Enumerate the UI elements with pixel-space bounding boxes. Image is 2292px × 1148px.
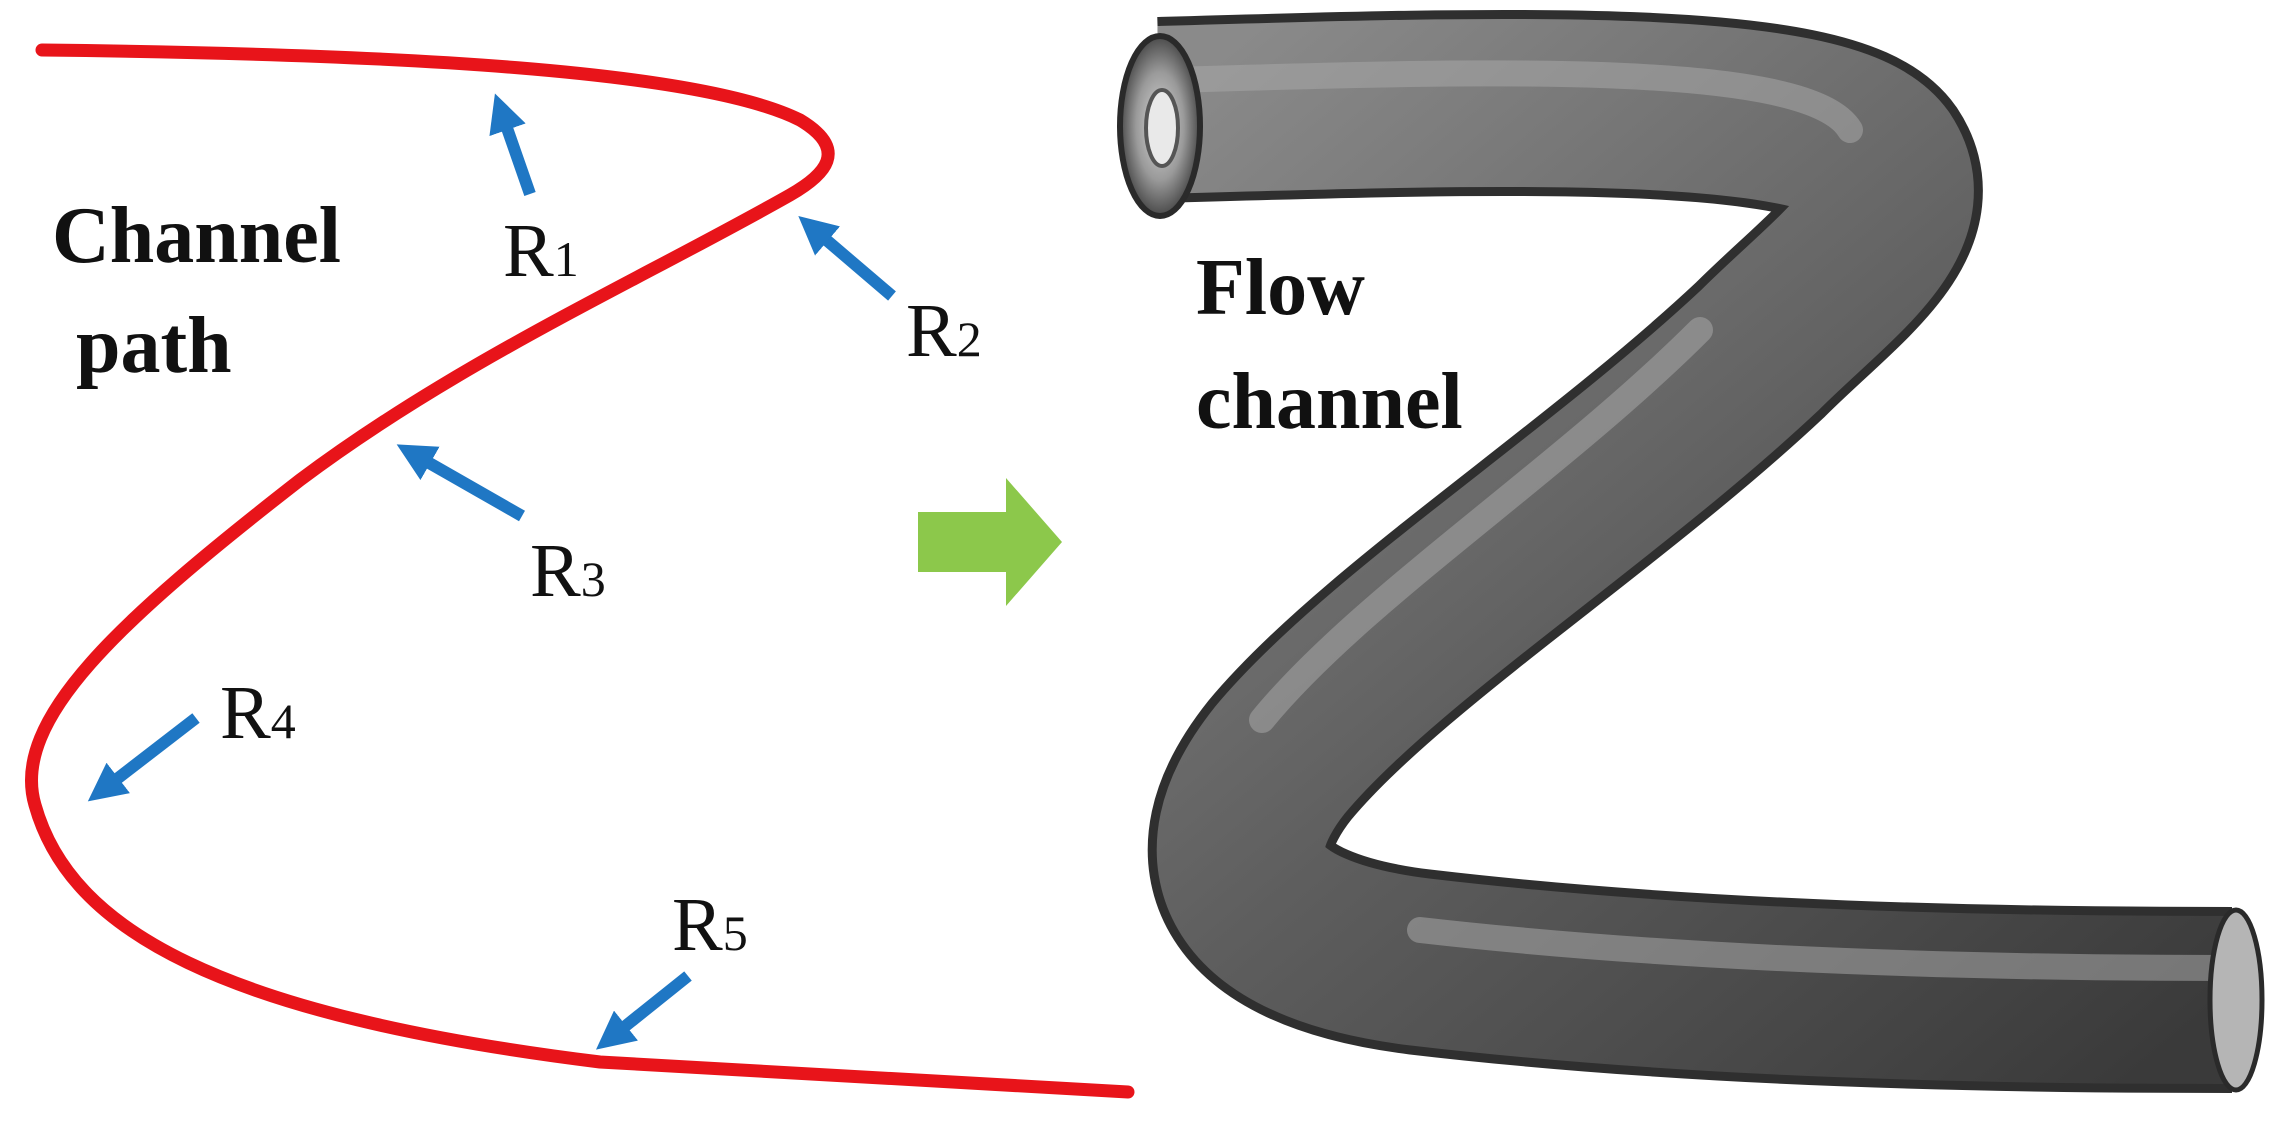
channel-path-label-line2: path [76, 302, 232, 390]
r5-label: R5 [672, 883, 748, 967]
right-arrow-icon [918, 478, 1062, 606]
flow-channel-panel: Flow channel [1117, 9, 2265, 1093]
r1-label: R1 [503, 209, 579, 293]
flow-channel-outlet [2207, 907, 2265, 1093]
flow-channel-inlet-bore [1144, 88, 1180, 168]
channel-path-panel: Channel path R1 R2 R3 R4 R5 [24, 43, 1135, 1099]
r3-arrow [396, 444, 525, 522]
channel-path-label-line1: Channel [52, 192, 341, 280]
flow-channel-label-line2: channel [1196, 358, 1463, 446]
r4-label: R4 [220, 671, 296, 755]
flow-channel-highlight [1157, 60, 2239, 981]
r1-arrow [489, 93, 536, 196]
r3-label: R3 [530, 529, 606, 613]
channel-path-curve [24, 43, 1135, 1099]
flow-channel-label-line1: Flow [1196, 244, 1365, 332]
r4-arrow [87, 713, 200, 802]
r5-arrow [596, 971, 692, 1050]
r2-arrow [798, 216, 896, 301]
r2-label: R2 [906, 289, 982, 373]
flow-channel-tube [1156, 18, 2233, 1084]
